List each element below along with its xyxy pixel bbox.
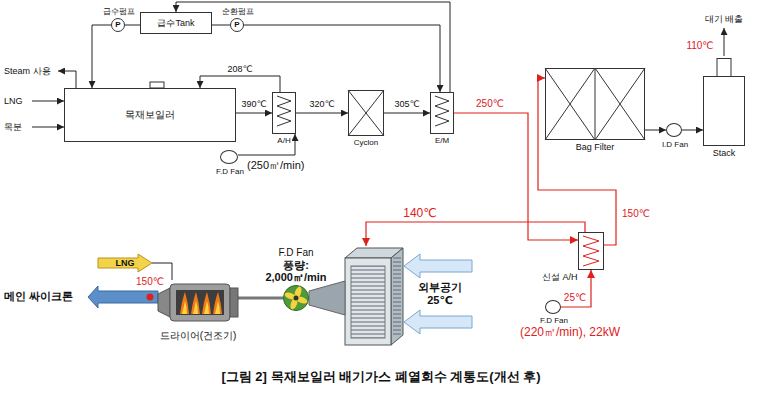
pipe-connector	[212, 25, 230, 26]
node-label: (250㎥/min)	[247, 159, 304, 172]
wood-boiler: 목재보일러	[64, 88, 236, 142]
annotation-label: 150℃	[136, 276, 164, 288]
lng-inlet-line	[32, 101, 64, 102]
node-label: F.D Fan	[540, 316, 568, 325]
pipe-connector	[125, 25, 140, 26]
new-air-heater-shape	[578, 232, 604, 270]
forced-draft-fan: F.D Fan(250㎥/min)	[220, 150, 238, 164]
node-label: 2,000㎥/min	[265, 271, 326, 284]
annotation-label: Steam 사용	[4, 66, 51, 76]
temperature-label: 250℃	[475, 98, 505, 110]
exhaust-line	[724, 28, 725, 56]
stack: Stack	[703, 58, 745, 146]
pipe-connector	[244, 25, 440, 92]
outside-air-arrow	[404, 254, 472, 278]
annotation-label: 대기 배출	[705, 14, 744, 24]
pipe-connector	[92, 25, 111, 88]
temperature-label: 320℃	[308, 99, 335, 109]
pipe-connector	[384, 113, 430, 114]
air-heater-shape	[272, 92, 296, 134]
wood-inlet-line	[32, 127, 64, 128]
node-label: 풍량:	[283, 259, 309, 272]
temperature-label: 208℃	[226, 64, 253, 74]
node-label: 드라이어(건조기)	[160, 330, 237, 342]
node-label: Cyclon	[354, 138, 378, 147]
node-label: Bag Filter	[576, 142, 615, 152]
temperature-label: 390℃	[240, 99, 267, 109]
node-label: 순환펌프	[222, 7, 254, 16]
dryer-fan: F.D Fan풍량:2,000㎥/min	[283, 285, 309, 311]
bag-filter: Bag Filter	[545, 68, 645, 140]
node-label: E/M	[435, 136, 449, 145]
node-text: 급수Tank	[157, 18, 194, 28]
new-air-heater: 신설 A/H	[578, 232, 604, 270]
dryer-fan-shape	[283, 285, 309, 311]
dryer: 드라이어(건조기)	[158, 280, 238, 325]
outlet-arrow	[88, 286, 158, 308]
economizer-shape	[430, 92, 454, 134]
pipe-connector	[176, 2, 450, 92]
water-tank: 급수Tank	[140, 12, 212, 34]
outside-air-arrow	[404, 310, 472, 334]
pump: P순환펌프	[230, 18, 244, 32]
annotation-label: 110℃	[686, 40, 713, 52]
node-label: F.D Fan	[278, 247, 313, 259]
bag-filter-shape	[545, 68, 645, 140]
induced-draft-fan: I.D Fan	[666, 123, 682, 137]
node-label: I.D Fan	[662, 140, 688, 149]
figure-caption: [그림 2] 목재보일러 배기가스 폐열회수 계통도(개선 후)	[221, 370, 540, 385]
node-label: Stack	[713, 148, 736, 158]
temperature-label: 150℃	[621, 208, 651, 220]
pump: P급수펌프	[111, 18, 125, 32]
temperature-label: 25℃	[563, 292, 587, 304]
pipe-connector	[645, 130, 666, 131]
air-heater-unit	[345, 248, 403, 345]
annotation-label: 140℃	[403, 207, 437, 221]
node-label: 급수펌프	[103, 7, 135, 16]
pipe-connector	[236, 113, 272, 114]
dryer-shape	[158, 280, 238, 325]
node-text: LNG	[116, 258, 135, 268]
temperature-label: 305℃	[393, 99, 420, 109]
node-label: A/H	[277, 136, 290, 145]
pipe-connector	[238, 134, 295, 155]
node-text: P	[115, 20, 120, 29]
steam-outlet-line	[58, 71, 76, 88]
pipe-connector	[682, 130, 703, 131]
node-text: 목재보일러	[125, 109, 175, 121]
stack-shape	[703, 58, 745, 146]
annotation-label: 메인 싸이크론	[4, 290, 73, 303]
node-label: F.D Fan	[216, 167, 244, 176]
lng-supply-arrow: LNG	[98, 254, 152, 272]
cyclone: Cyclon	[348, 90, 384, 136]
forced-draft-fan: F.D Fan	[545, 300, 561, 314]
annotation-label: 목분	[4, 122, 22, 132]
fan-duct	[309, 281, 345, 315]
annotation-label: LNG	[4, 96, 23, 106]
cyclone-shape	[348, 90, 384, 136]
economizer: E/M	[430, 92, 454, 134]
node-label: 신설 A/H	[542, 272, 578, 282]
hot-air-line	[366, 222, 585, 246]
pipe-connector	[296, 113, 348, 114]
temperature-point	[147, 294, 154, 301]
annotation-label: 외부공기 25℃	[414, 281, 466, 306]
annotation-label: (220㎥/min), 22kW	[520, 326, 620, 340]
air-heater: A/H	[272, 92, 296, 134]
pipe-connector	[238, 297, 283, 300]
node-text: P	[234, 20, 239, 29]
